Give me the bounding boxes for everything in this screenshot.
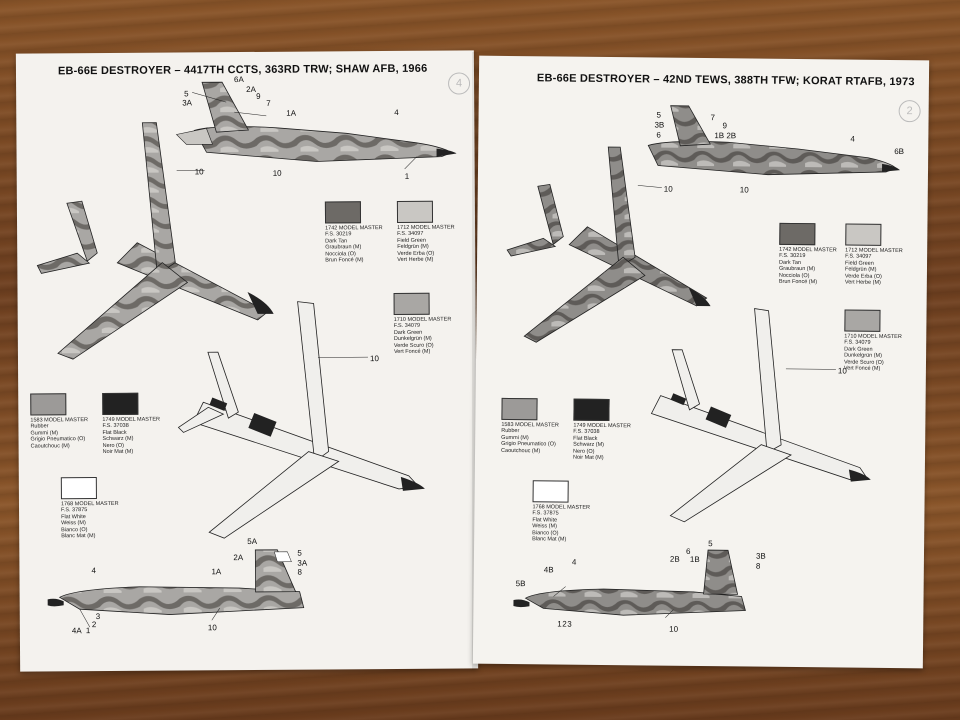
svg-text:5: 5 xyxy=(708,539,713,548)
svg-text:1B: 1B xyxy=(714,131,724,140)
instruction-page-right: EB-66E DESTROYER – 42ND TEWS, 388TH TFW;… xyxy=(472,55,930,669)
svg-text:4: 4 xyxy=(91,566,96,575)
svg-text:1: 1 xyxy=(86,626,91,635)
aircraft-artwork-right: 5 3B 6 7 9 1B 2B 4 6B 10 10 10 5 6 1B 2B… xyxy=(506,105,904,634)
svg-text:9: 9 xyxy=(256,92,261,101)
callouts-side-top: 6A 2A 5 3A 9 7 1A 4 10 1 xyxy=(182,75,410,181)
svg-text:8: 8 xyxy=(756,562,761,571)
svg-text:2: 2 xyxy=(562,620,567,629)
svg-text:1: 1 xyxy=(557,620,562,629)
svg-text:6: 6 xyxy=(656,131,661,140)
svg-text:3B: 3B xyxy=(756,552,766,561)
svg-text:5B: 5B xyxy=(516,579,526,588)
callout-bottom-view: 10 xyxy=(838,366,848,375)
swatch-chip xyxy=(60,477,97,500)
swatch-chip xyxy=(393,292,430,315)
callout-bottom-view: 10 xyxy=(370,354,380,363)
swatch-chip xyxy=(779,222,816,246)
swatch-chip xyxy=(324,201,362,224)
svg-text:1A: 1A xyxy=(211,567,222,576)
svg-text:4A: 4A xyxy=(72,626,83,635)
svg-text:8: 8 xyxy=(297,568,302,577)
svg-text:3B: 3B xyxy=(654,121,664,130)
swatch-chip xyxy=(844,309,881,332)
svg-text:2A: 2A xyxy=(233,553,244,562)
bottom-view-aircraft xyxy=(177,301,425,539)
svg-text:4: 4 xyxy=(850,135,855,144)
svg-text:7: 7 xyxy=(266,99,271,108)
side-profile-top xyxy=(647,105,901,176)
swatch-chip xyxy=(501,397,538,421)
swatch-chip xyxy=(573,398,610,422)
svg-text:4: 4 xyxy=(572,558,577,567)
svg-text:10: 10 xyxy=(669,625,679,634)
callout-top-view: 10 xyxy=(195,167,205,176)
svg-text:3A: 3A xyxy=(182,98,193,107)
swatch-chip xyxy=(845,223,882,246)
bottom-view-aircraft xyxy=(650,308,871,523)
swatch-chip xyxy=(532,480,569,503)
svg-text:2: 2 xyxy=(92,620,97,629)
swatch-chip xyxy=(396,200,434,223)
callouts-side-bottom: 5A 2A 5 3A 8 1A 4 4A 1 2 3 10 xyxy=(72,537,308,635)
swatch-chip xyxy=(102,392,139,416)
svg-text:5: 5 xyxy=(297,549,302,558)
side-profile-bottom xyxy=(47,549,305,615)
svg-text:5: 5 xyxy=(184,89,189,98)
callouts-side-bottom: 5 6 1B 2B 3B 8 4 4B 5B 1 2 3 10 xyxy=(516,539,766,634)
side-profile-bottom xyxy=(513,549,746,616)
callout-top-view: 10 xyxy=(664,185,674,194)
svg-text:1: 1 xyxy=(405,172,410,181)
side-profile-top xyxy=(175,81,457,162)
svg-text:3: 3 xyxy=(96,612,101,621)
svg-text:7: 7 xyxy=(711,113,716,122)
svg-text:2A: 2A xyxy=(246,85,257,94)
svg-text:5: 5 xyxy=(657,111,662,120)
svg-text:4B: 4B xyxy=(544,565,554,574)
svg-text:2B: 2B xyxy=(726,131,736,140)
svg-text:6B: 6B xyxy=(894,147,904,156)
svg-text:10: 10 xyxy=(273,169,283,178)
top-view-aircraft xyxy=(36,122,274,360)
svg-text:6A: 6A xyxy=(234,75,245,84)
svg-text:9: 9 xyxy=(722,121,727,130)
instruction-page-left: EB-66E DESTROYER – 4417TH CCTS, 363RD TR… xyxy=(15,50,479,672)
svg-text:3: 3 xyxy=(567,620,572,629)
svg-text:1B: 1B xyxy=(690,555,700,564)
svg-text:1A: 1A xyxy=(286,109,297,118)
svg-text:5A: 5A xyxy=(247,537,258,546)
svg-text:10: 10 xyxy=(208,623,218,632)
svg-text:10: 10 xyxy=(740,185,750,194)
svg-text:3A: 3A xyxy=(297,559,308,568)
callouts-side-top: 5 3B 6 7 9 1B 2B 4 6B 10 xyxy=(654,111,904,195)
svg-text:6: 6 xyxy=(686,547,691,556)
svg-text:4: 4 xyxy=(394,108,399,117)
swatch-chip xyxy=(30,393,67,416)
svg-text:2B: 2B xyxy=(670,555,680,564)
aircraft-artwork-left: 6A 2A 5 3A 9 7 1A 4 10 1 10 10 5A 2A 5 3… xyxy=(36,75,457,635)
top-view-aircraft xyxy=(506,146,711,343)
